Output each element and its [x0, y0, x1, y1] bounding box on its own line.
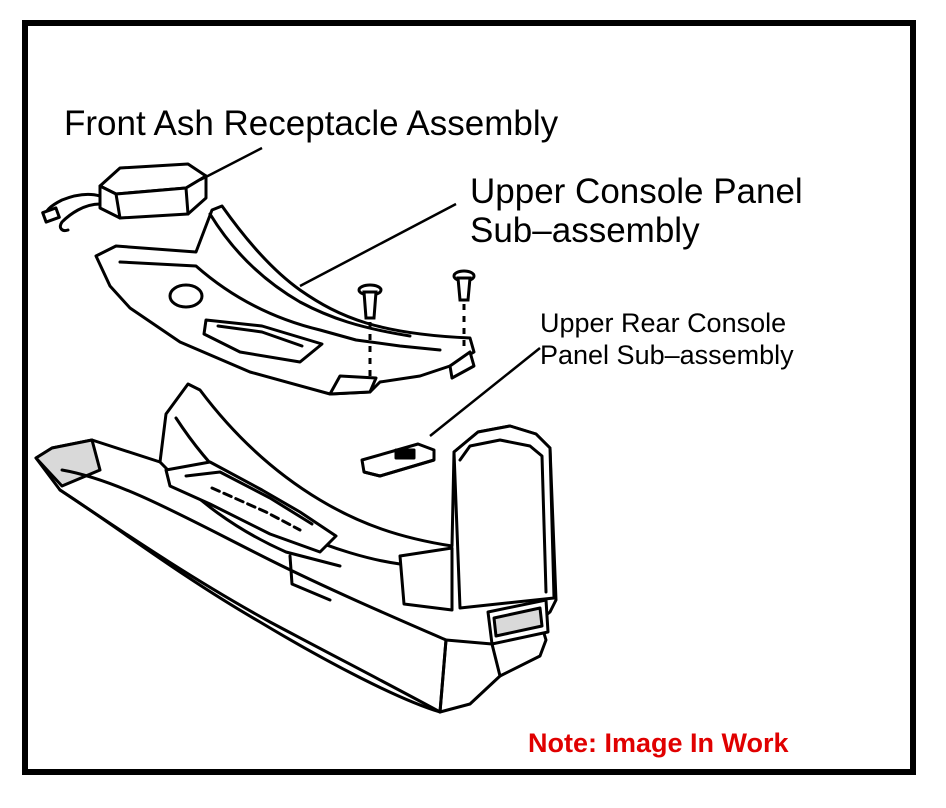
label-upper-rear-line2: Panel Sub–assembly — [540, 339, 794, 370]
leader-upper-rear — [429, 347, 541, 437]
front-ash-receptacle-part — [41, 162, 208, 232]
label-upper-console-panel: Upper Console Panel Sub–assembly — [470, 172, 803, 250]
label-upper-rear-console-panel: Upper Rear Console Panel Sub–assembly — [540, 308, 794, 372]
leader-upper-console — [299, 202, 457, 288]
label-upper-rear-line1: Upper Rear Console — [540, 308, 787, 338]
image-in-work-note: Note: Image In Work — [528, 728, 789, 758]
label-upper-console-line1: Upper Console Panel — [470, 172, 803, 211]
upper-console-panel-part — [94, 204, 476, 396]
label-upper-console-line2: Sub–assembly — [470, 211, 700, 251]
upper-rear-console-panel-part — [360, 442, 436, 478]
screw-left — [357, 283, 383, 380]
diagram-border — [22, 20, 916, 775]
screw-right — [452, 269, 476, 346]
leader-front-ash — [199, 146, 263, 182]
lower-console-body — [34, 382, 558, 714]
label-front-ash-receptacle: Front Ash Receptacle Assembly — [64, 104, 559, 143]
